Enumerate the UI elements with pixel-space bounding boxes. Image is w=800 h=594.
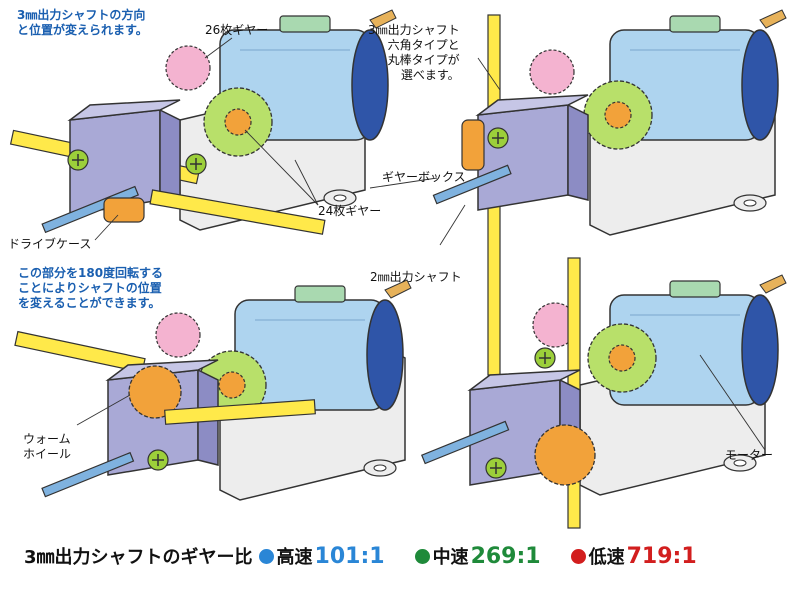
drive-case-label: ドライブケース [8, 237, 92, 251]
panel-bottom-left [14, 279, 412, 501]
gear26-label: 26枚ギヤー [205, 23, 269, 37]
ratio-high-name: 高速 [276, 547, 313, 568]
ratio-high-value: 101:1 [314, 543, 385, 569]
panel-top-left [9, 9, 397, 235]
ratio-low-value: 719:1 [626, 543, 697, 569]
worm-wheel-label: ウォーム ホイール [23, 432, 72, 461]
shaft2-label: 2㎜出力シャフト [370, 270, 462, 284]
ratio-mid-name: 中速 [432, 547, 469, 568]
ratio-low-name: 低速 [588, 547, 625, 568]
dot-low-icon [570, 548, 586, 564]
dot-high-icon [258, 548, 274, 564]
gear-ratio-bar: 3㎜出力シャフトのギヤー比 高速 101:1 中速 269:1 低速 719:1 [0, 536, 800, 576]
note-top-label: 3㎜出力シャフトの方向 と位置が変えられます。 [17, 8, 148, 37]
dot-mid-icon [414, 548, 430, 564]
ratio-mid-value: 269:1 [470, 543, 541, 569]
leader-lines [76, 37, 766, 451]
gearbox-label: ギヤーボックス [382, 170, 466, 184]
motor-label: モーター [725, 448, 774, 462]
panel-bottom-right [420, 257, 787, 529]
shaft3-types-label: 3㎜出力シャフト 六角タイプと 丸棒タイプが 選べます。 [368, 23, 460, 82]
note-rotate-label: この部分を180度回転する ことによりシャフトの位置 を変えることができます。 [18, 266, 164, 310]
ratio-heading: 3㎜出力シャフトのギヤー比 [24, 547, 253, 568]
gear24-label: 24枚ギヤー [318, 204, 382, 218]
